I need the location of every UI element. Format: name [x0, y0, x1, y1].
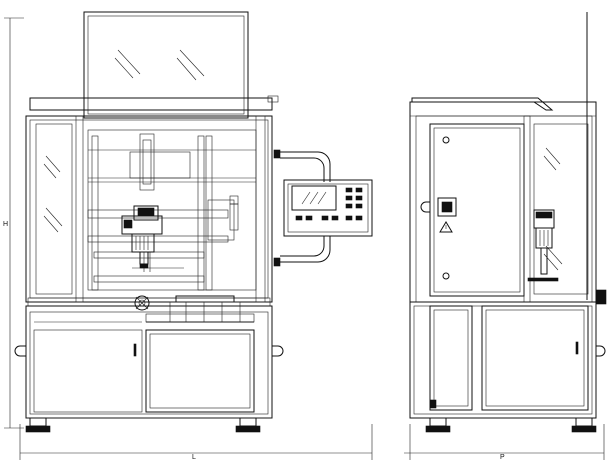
side-knob: [595, 289, 607, 305]
electrical-cabinet-door: [420, 136, 457, 280]
panel-button: [355, 187, 363, 193]
panel-button: [345, 203, 353, 209]
top-cap: [29, 97, 273, 111]
length-dimension-label: L: [192, 454, 196, 461]
height-dimension: H: [3, 17, 24, 429]
panel-button: [355, 215, 363, 221]
panel-buttons: [295, 187, 363, 221]
main-switch: [437, 197, 457, 217]
door-handle: [420, 201, 430, 213]
front-feet: [25, 417, 261, 433]
height-dimension-label: H: [3, 221, 8, 228]
top-glass-hood: [83, 11, 249, 119]
control-arm: [273, 149, 331, 267]
left-glass-panel: [35, 123, 73, 295]
inner-machine: [87, 129, 257, 291]
handwheel-assembly: [134, 295, 241, 323]
depth-dimension: P: [404, 424, 605, 461]
motor-assembly: [121, 205, 163, 269]
front-view: H: [3, 11, 373, 461]
panel-button: [305, 215, 313, 221]
top-hinge: [267, 95, 279, 103]
side-frame: [409, 101, 597, 303]
front-door-handle: [133, 343, 137, 357]
depth-dimension-label: P: [500, 454, 505, 461]
panel-button: [295, 215, 303, 221]
side-view: P: [404, 12, 607, 461]
warning-icon: [439, 221, 453, 233]
panel-display: [291, 185, 337, 211]
base-cabinet: [14, 305, 284, 419]
control-panel: [283, 179, 373, 237]
door-screw: [442, 136, 450, 144]
front-side-handle-right: [272, 345, 284, 357]
side-handle: [596, 345, 606, 357]
panel-button: [345, 215, 353, 221]
side-glass-panel: [527, 123, 607, 305]
side-base: [409, 301, 606, 419]
panel-button: [331, 215, 339, 221]
panel-button: [355, 195, 363, 201]
length-dimension: L: [19, 424, 373, 461]
side-top-cap: [411, 97, 554, 111]
panel-button: [355, 203, 363, 209]
side-door-handle: [575, 341, 579, 355]
panel-button: [345, 187, 353, 193]
side-feet: [425, 417, 597, 433]
front-side-handle-left: [14, 345, 26, 357]
door-screw: [442, 272, 450, 280]
panel-button: [321, 215, 329, 221]
panel-button: [345, 195, 353, 201]
